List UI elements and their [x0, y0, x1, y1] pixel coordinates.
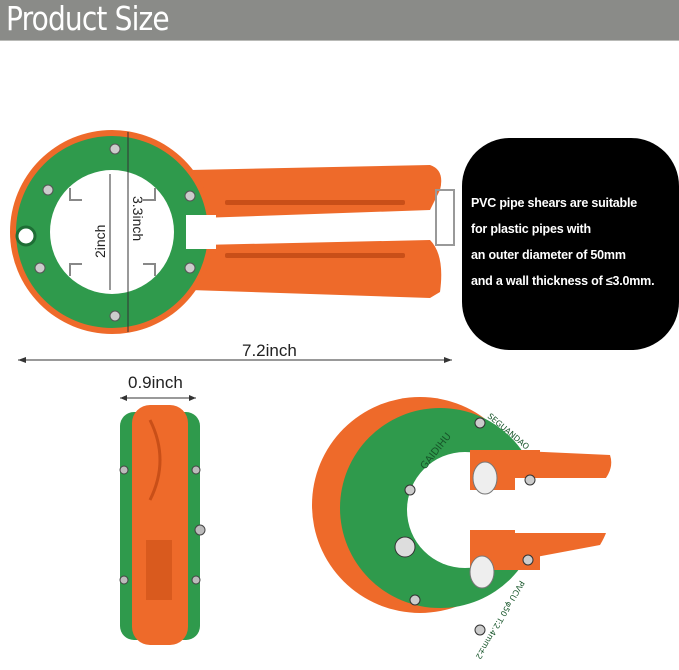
perspective-view-tool: GAIDIHU SEGUANDAO PVCU φ50 T:2.4mm±2 [312, 397, 615, 661]
header-bar: Product Size [0, 0, 679, 41]
note-line: PVC pipe shears are suitable [471, 196, 638, 210]
note-line: and a wall thickness of ≤3.0mm. [471, 274, 655, 288]
side-view-tool [119, 405, 206, 645]
info-note: PVC pipe shears are suitable for plastic… [462, 138, 679, 350]
page-title: Product Size [6, 0, 170, 38]
length-label: 7.2inch [242, 341, 297, 360]
top-view-tool [10, 130, 455, 334]
thickness-label: 0.9inch [128, 373, 183, 392]
outer-diameter-label: 3.3inch [130, 196, 146, 242]
note-line: an outer diameter of 50mm [471, 248, 626, 262]
inner-diameter-label: 2inch [92, 224, 108, 258]
note-line: for plastic pipes with [471, 222, 591, 236]
